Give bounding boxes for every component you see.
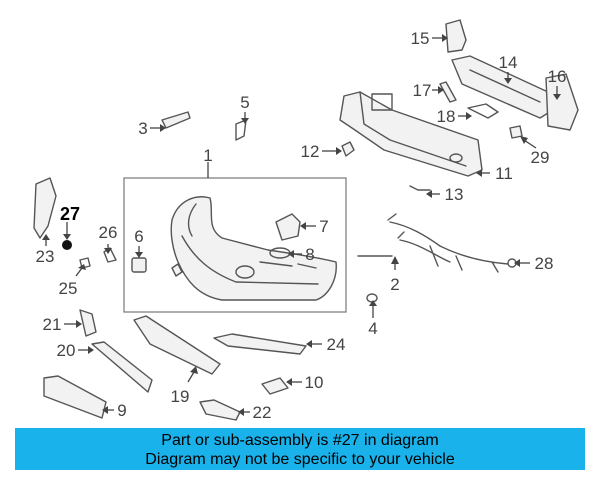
banner-line-part-number: Part or sub-assembly is #27 in diagram bbox=[161, 432, 439, 449]
reinforcement-beam-group bbox=[339, 91, 483, 191]
part-28-harness bbox=[389, 221, 509, 273]
callout-28: 28 bbox=[535, 254, 554, 273]
beam-inner-edge bbox=[359, 91, 467, 167]
part-3-strip bbox=[161, 111, 191, 129]
part-4-grommet bbox=[366, 293, 378, 303]
part-20-grille bbox=[91, 341, 153, 393]
bumper-cover-group bbox=[123, 177, 347, 313]
callout-5: 5 bbox=[240, 93, 249, 112]
bumper-fog-opening bbox=[187, 203, 197, 237]
bumper-emblem-outline bbox=[235, 265, 255, 279]
callout-3: 3 bbox=[138, 119, 147, 138]
part-12-clip bbox=[341, 141, 355, 157]
part-9-plate bbox=[43, 375, 107, 419]
part-13-screw bbox=[409, 185, 431, 191]
callout-19: 19 bbox=[171, 387, 190, 406]
part-19-grille bbox=[133, 315, 221, 375]
callout-12: 12 bbox=[301, 142, 320, 161]
left-small-parts bbox=[33, 111, 393, 421]
callout-4: 4 bbox=[368, 319, 377, 338]
callout-2: 2 bbox=[390, 275, 399, 294]
leader-lines bbox=[42, 34, 561, 416]
harness-connectors bbox=[387, 213, 405, 239]
part-24-molding bbox=[213, 333, 307, 355]
callout-15: 15 bbox=[411, 29, 430, 48]
part-7-bracket bbox=[275, 213, 301, 241]
part-10-sensor bbox=[261, 377, 289, 395]
harness-group bbox=[387, 213, 517, 273]
part-27-clip bbox=[62, 240, 72, 250]
part-29-clip bbox=[509, 125, 523, 139]
part-6-cap bbox=[131, 257, 147, 273]
callout-22: 22 bbox=[253, 403, 272, 422]
callout-23: 23 bbox=[36, 247, 55, 266]
callout-11: 11 bbox=[495, 164, 513, 183]
callout-26: 26 bbox=[99, 223, 118, 242]
bumper-cover-shape bbox=[170, 196, 337, 301]
callout-6: 6 bbox=[134, 227, 143, 246]
part-5-bracket bbox=[235, 119, 247, 141]
part-17-strip bbox=[439, 81, 457, 103]
part-21-bracket bbox=[79, 309, 97, 337]
callout-18: 18 bbox=[437, 107, 456, 126]
bumper-clip bbox=[171, 263, 183, 277]
callout-8: 8 bbox=[305, 245, 314, 264]
callout-20: 20 bbox=[57, 341, 76, 360]
part-25-nut bbox=[79, 257, 91, 269]
part-18-clip bbox=[467, 103, 499, 119]
callout-13: 13 bbox=[445, 185, 464, 204]
part-23-guide bbox=[33, 177, 57, 239]
callout-7: 7 bbox=[319, 217, 328, 236]
callout-21: 21 bbox=[43, 315, 62, 334]
callout-17: 17 bbox=[413, 81, 432, 100]
bumper-grille-lines bbox=[259, 261, 317, 269]
callout-16: 16 bbox=[548, 67, 567, 86]
callout-24: 24 bbox=[327, 335, 346, 354]
callout-9: 9 bbox=[117, 401, 126, 420]
beam-bracket-left bbox=[371, 93, 393, 111]
callout-14: 14 bbox=[499, 53, 518, 72]
banner-line-disclaimer: Diagram may not be specific to your vehi… bbox=[145, 451, 455, 468]
callout-labels: 1 2 3 4 5 6 7 8 9 10 11 12 13 14 15 16 1… bbox=[36, 29, 567, 422]
part-15-bracket bbox=[445, 19, 467, 53]
beam-hole bbox=[449, 153, 463, 163]
info-banner: Part or sub-assembly is #27 in diagram D… bbox=[15, 428, 585, 470]
part-11-reinforcement bbox=[339, 91, 483, 177]
absorber-rib bbox=[469, 69, 541, 103]
callout-27-highlighted: 27 bbox=[60, 204, 80, 224]
callout-10: 10 bbox=[305, 373, 324, 392]
callout-25: 25 bbox=[59, 279, 78, 298]
part-16-bracket bbox=[545, 73, 579, 131]
callout-1: 1 bbox=[203, 146, 212, 165]
callout-29: 29 bbox=[531, 148, 550, 167]
absorber-group bbox=[439, 19, 579, 139]
part-22-cover bbox=[199, 399, 241, 421]
bumper-cover-crease bbox=[181, 235, 319, 285]
bumper-cover-frame bbox=[123, 177, 347, 313]
